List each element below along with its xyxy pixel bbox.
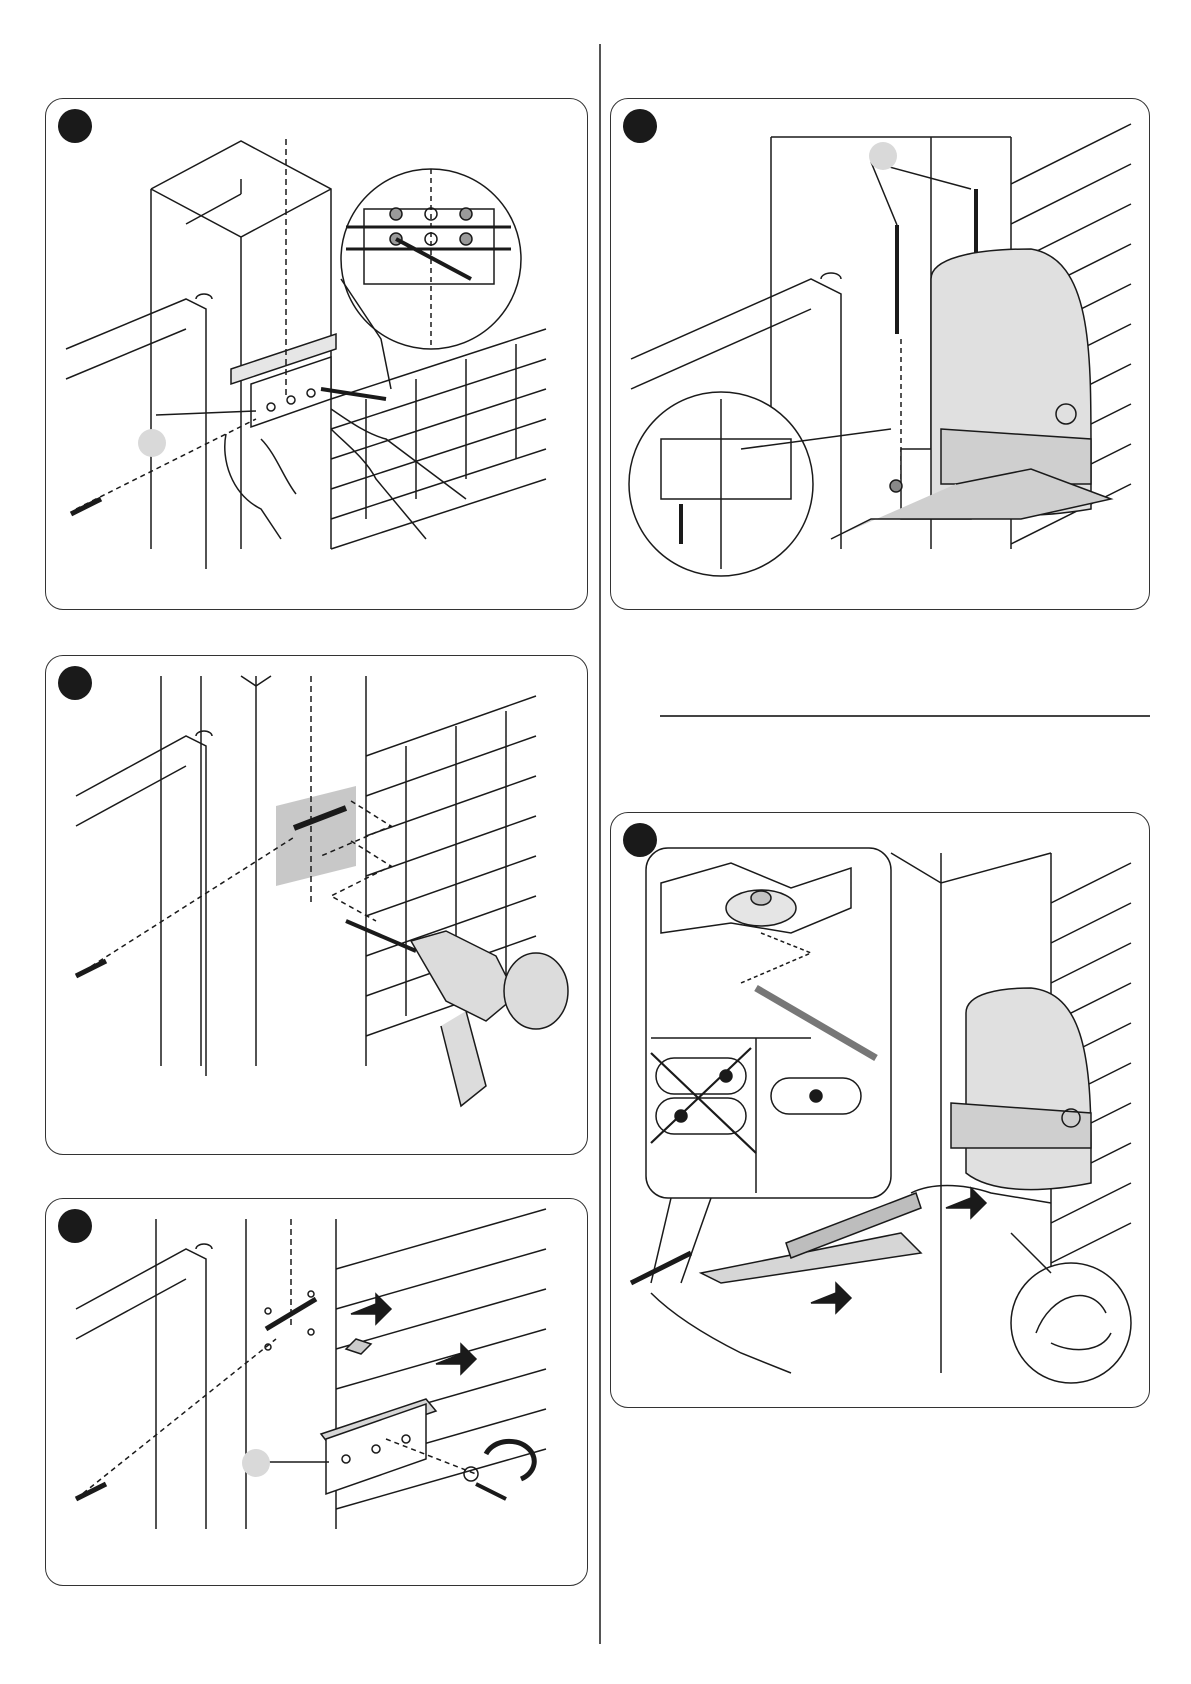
illustration-drill bbox=[46, 656, 588, 1155]
illustration-mark-arm bbox=[611, 813, 1150, 1408]
panel-step-fix-bracket bbox=[45, 1198, 588, 1586]
illustration-mark-holes bbox=[46, 99, 588, 610]
panel-step-mark-arm bbox=[610, 812, 1150, 1408]
callout-marker bbox=[138, 429, 166, 457]
step-badge bbox=[58, 109, 92, 143]
illustration-mount-motor bbox=[611, 99, 1150, 610]
step-badge bbox=[58, 666, 92, 700]
step-badge bbox=[623, 823, 657, 857]
callout-screws bbox=[869, 142, 897, 170]
center-divider bbox=[599, 44, 601, 1644]
callout-bracket bbox=[242, 1449, 270, 1477]
panel-step-drill bbox=[45, 655, 588, 1155]
step-badge bbox=[58, 1209, 92, 1243]
section-rule bbox=[660, 715, 1150, 717]
panel-step-mark-holes bbox=[45, 98, 588, 610]
panel-step-mount-motor bbox=[610, 98, 1150, 610]
illustration-fix-bracket bbox=[46, 1199, 588, 1586]
step-badge bbox=[623, 109, 657, 143]
